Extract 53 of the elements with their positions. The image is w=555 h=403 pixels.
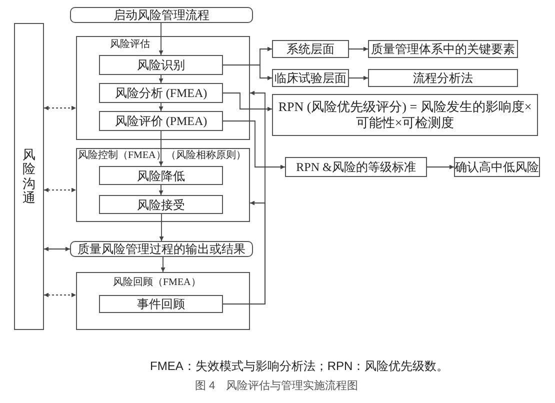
arrow	[222, 120, 286, 170]
arrow	[160, 256, 166, 272]
vertical-label: 风险沟通	[22, 148, 36, 206]
box-label: 风险降低	[137, 168, 185, 182]
arrow	[44, 292, 76, 298]
box-label: 系统层面	[286, 42, 334, 56]
box-label: RPN &风险的等级标准	[296, 160, 416, 174]
group-title: 风险控制（FMEA）（风险相称原则）	[78, 150, 246, 162]
figure-caption: 图 4 风险评估与管理实施流程图	[195, 378, 358, 394]
arrow	[348, 76, 368, 80]
arrow	[348, 46, 368, 52]
arrow	[426, 164, 454, 170]
arrow	[158, 184, 164, 196]
process-box	[272, 40, 349, 58]
rounded-box	[70, 7, 253, 23]
side-box	[14, 23, 44, 330]
box-label: 临床试验层面	[274, 71, 346, 85]
process-box	[99, 55, 223, 75]
box-label: 风险接受	[137, 198, 185, 212]
box-label: 风险识别	[137, 58, 185, 72]
arrow	[222, 92, 272, 112]
box-label: 风险分析 (FMEA)	[114, 86, 208, 100]
process-box	[285, 157, 427, 177]
arrow	[44, 106, 76, 110]
box-label: 质量管理体系中的关键要素	[371, 42, 515, 56]
arrow	[44, 246, 70, 252]
footnote: FMEA：失效模式与影响分析法；RPN：风险优先级数。	[150, 358, 449, 375]
process-box	[99, 83, 223, 103]
arrow	[158, 130, 164, 166]
box-label: 启动风险管理流程	[114, 8, 210, 22]
arrow	[44, 188, 76, 192]
process-box	[368, 40, 518, 58]
box-label: 流程分析法	[413, 71, 473, 85]
box-label: 确认高中低风险	[455, 160, 539, 174]
group-title: 风险回顾（FMEA）	[113, 277, 201, 289]
group-title: 风险评估	[110, 39, 150, 51]
process-box	[99, 295, 223, 313]
rounded-box	[70, 241, 253, 257]
box-label: 风险评价 (PMEA)	[114, 114, 208, 128]
arrow	[158, 102, 164, 112]
group-frame	[76, 272, 250, 330]
arrow	[158, 74, 164, 84]
arrow	[159, 214, 164, 242]
group-frame	[76, 36, 250, 140]
box-label: 事件回顾	[137, 297, 185, 311]
group-frame	[76, 148, 250, 222]
box-label: RPN (风险优先级评分) = 风险发生的影响度×可能性×可检测度	[277, 99, 533, 131]
arrow	[158, 22, 164, 56]
box-label: 质量风险管理过程的输出或结果	[78, 242, 246, 256]
process-box	[99, 195, 223, 214]
process-box	[99, 166, 223, 185]
process-box	[99, 111, 223, 131]
process-box	[368, 69, 518, 87]
